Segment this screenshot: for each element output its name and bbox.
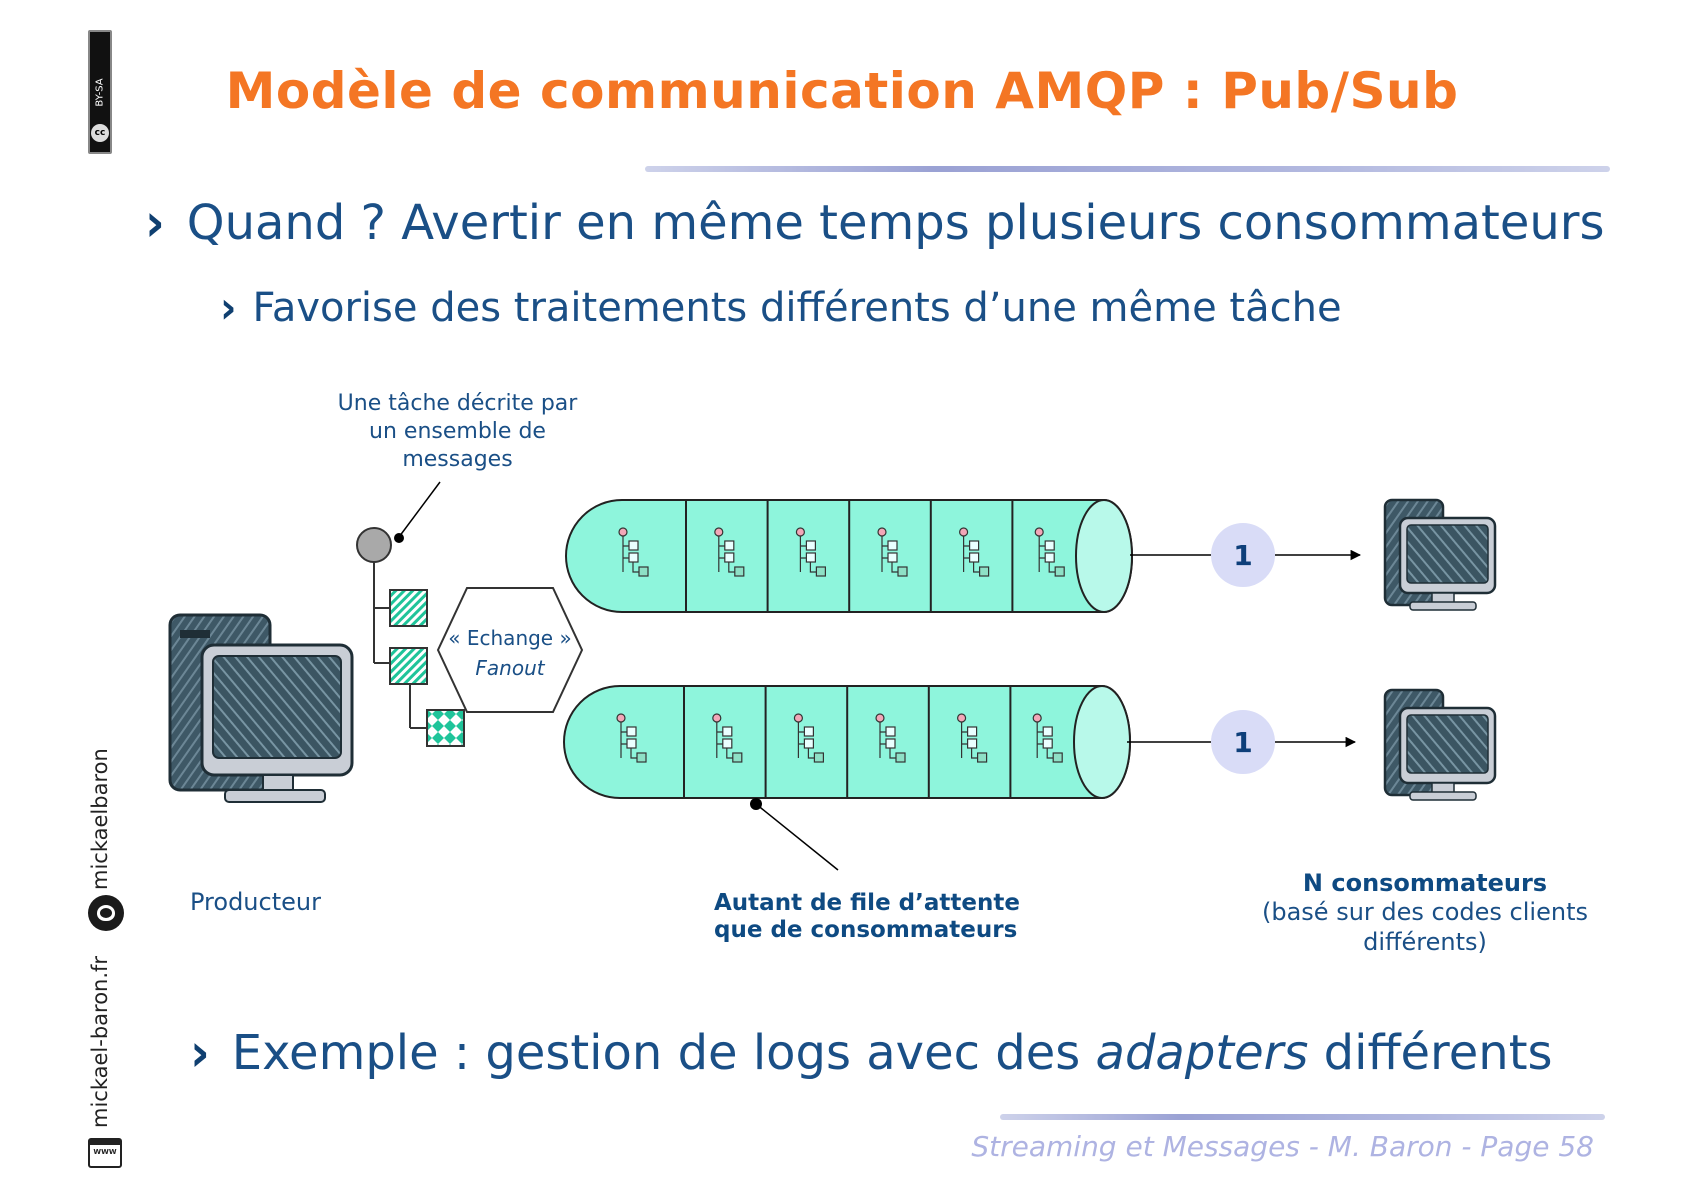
task-root-node — [356, 527, 392, 563]
task-note: Une tâche décrite par un ensemble de mes… — [330, 390, 585, 474]
website-icon: WWW — [88, 1138, 122, 1168]
page-title: Modèle de communication AMQP : Pub/Sub — [225, 62, 1459, 120]
message-icon — [958, 527, 990, 577]
queue-counter-bottom: 1 — [1233, 726, 1252, 759]
message-block-2 — [389, 647, 428, 685]
message-icon — [1034, 527, 1065, 577]
footer-rule — [1000, 1114, 1605, 1120]
queue-counter-top: 1 — [1233, 539, 1252, 572]
license-label: BY-SA — [94, 78, 106, 107]
task-note-line: messages — [402, 447, 513, 472]
footer-text: Streaming et Messages - M. Baron - Page … — [971, 1130, 1594, 1163]
queues-group — [563, 499, 1133, 799]
task-note-pointer — [398, 481, 441, 538]
consumers-title: N consommateurs — [1302, 869, 1548, 897]
queue-note: Autant de file d’attente que de consomma… — [714, 890, 1020, 944]
github-handle: mickaelbaron — [88, 748, 112, 890]
message-block-3 — [426, 709, 465, 747]
consumer-computer-icon-top — [1383, 498, 1497, 611]
bullet-favors-text: Favorise des traitements différents d’un… — [252, 285, 1342, 331]
consumers-note: N consommateurs (basé sur des codes clie… — [1245, 870, 1605, 957]
message-icon — [793, 713, 825, 763]
consumer-computer-icon-bottom — [1383, 688, 1497, 801]
queue-end-cap — [1075, 499, 1133, 613]
producer-computer-icon — [168, 613, 354, 803]
bullet-example-prefix: Exemple : gestion de logs avec des — [231, 1025, 1096, 1081]
consumers-sub-line: (basé sur des codes clients — [1262, 898, 1588, 926]
chevron-right-icon: › — [145, 192, 165, 254]
queue-note-line: Autant de file d’attente — [714, 890, 1020, 916]
bullet-example-italic: adapters — [1095, 1025, 1309, 1081]
queue-bottom — [563, 685, 1131, 799]
bullet-when-text: Quand ? Avertir en même temps plusieurs … — [186, 195, 1605, 251]
exchange-label-line1: « Echange » — [448, 626, 571, 650]
queue-note-pointer — [755, 803, 839, 871]
cc-icon: cc — [91, 124, 109, 142]
bullet-when: › Quand ? Avertir en même temps plusieurs… — [145, 192, 1605, 254]
message-icon — [956, 713, 988, 763]
consumers-sub-line: différents) — [1363, 928, 1487, 956]
website-url: mickael-baron.fr — [88, 955, 112, 1128]
queue-counter-top-circle — [1211, 523, 1275, 587]
bullet-example: › Exemple : gestion de logs avec des adap… — [190, 1022, 1553, 1084]
message-icon — [877, 527, 908, 577]
exchange-fanout — [436, 587, 584, 713]
cc-license-badge: cc BY-SA — [88, 30, 112, 154]
producer-label: Producteur — [190, 888, 321, 916]
chevron-right-icon: › — [190, 1022, 210, 1084]
message-icon — [618, 527, 649, 577]
chevron-right-icon: › — [220, 282, 237, 334]
bullet-favors: › Favorise des traitements différents d’u… — [220, 282, 1342, 334]
message-icon — [714, 527, 745, 577]
queue-top — [565, 499, 1133, 613]
bullet-example-suffix: différents — [1308, 1025, 1553, 1081]
message-icon — [875, 713, 906, 763]
task-note-line: Une tâche décrite par — [337, 391, 578, 416]
queue-end-cap — [1073, 685, 1131, 799]
message-block-1 — [389, 589, 428, 627]
message-tree — [356, 527, 465, 747]
task-note-line: un ensemble de — [369, 419, 546, 444]
exchange-label-line2: Fanout — [475, 656, 545, 680]
message-icon — [616, 713, 647, 763]
queue-counter-bottom-circle — [1211, 710, 1275, 774]
message-icon — [1032, 713, 1063, 763]
queue-note-line: que de consommateurs — [714, 917, 1018, 943]
github-icon — [88, 895, 124, 931]
task-note-dot — [394, 533, 404, 543]
message-icon — [795, 527, 827, 577]
message-icon — [712, 713, 743, 763]
title-underline — [645, 166, 1610, 172]
